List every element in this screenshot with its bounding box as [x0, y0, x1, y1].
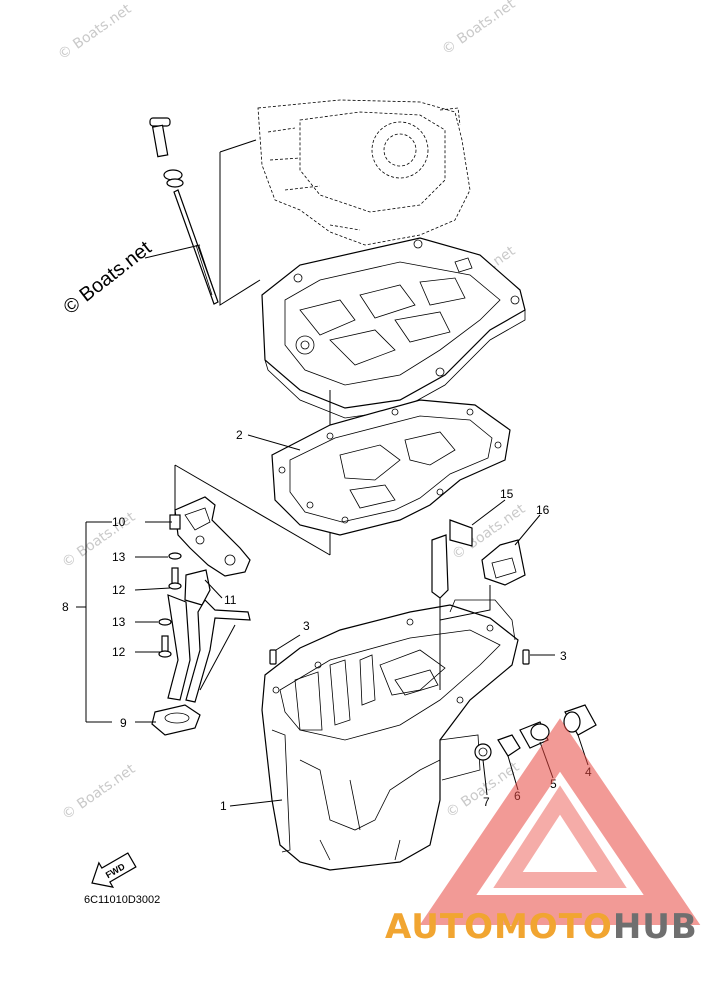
- guide-lines-top: [144, 139, 261, 306]
- exhaust-plate: [261, 237, 526, 419]
- watermark-4: © Boats.net: [59, 509, 139, 571]
- callout-3-left: 3: [303, 619, 310, 633]
- oil-strainer-assembly: [151, 464, 331, 736]
- watermark-1: © Boats.net: [55, 1, 135, 63]
- callout-1: 1: [220, 799, 227, 813]
- callout-13-upper: 13: [112, 550, 126, 564]
- fwd-arrow-icon: FWD: [91, 852, 137, 888]
- watermark-large: © Boats.net: [60, 237, 156, 319]
- brand-part-1: AUTOMOTO: [385, 907, 613, 947]
- drawing-code: 6C11010D3002: [84, 894, 160, 906]
- callout-3-right: 3: [560, 649, 567, 663]
- callout-8: 8: [62, 600, 69, 614]
- callout-9: 9: [120, 716, 127, 730]
- watermark-2: © Boats.net: [439, 0, 519, 58]
- callout-12-lower: 12: [112, 645, 126, 659]
- brand-part-2: HUB: [613, 907, 698, 947]
- callout-11: 11: [224, 593, 237, 607]
- callout-12-upper: 12: [112, 583, 126, 597]
- callout-8-bracket: [76, 521, 112, 723]
- watermark-6: © Boats.net: [59, 761, 139, 823]
- oil-pan: [261, 599, 519, 871]
- engine-block-outline: [257, 99, 471, 246]
- callout-10: 10: [112, 515, 126, 529]
- callout-2: 2: [236, 428, 243, 442]
- callout-15: 15: [500, 487, 514, 501]
- callout-labels: 1 2 3 3 4 5 6 7 8 9 10 11 12 12 13 13 15…: [62, 428, 592, 813]
- callout-7: 7: [483, 795, 490, 809]
- dowel-pins: [269, 649, 530, 665]
- gasket: [271, 399, 511, 536]
- drain-parts: [474, 704, 597, 761]
- brand-logo-icon: [419, 718, 701, 925]
- brand-wordmark: AUTOMOTOHUB: [385, 907, 698, 947]
- callout-16: 16: [536, 503, 550, 517]
- dipstick: [149, 117, 219, 305]
- callout-5: 5: [550, 777, 557, 791]
- breather-pipe: [431, 519, 526, 690]
- callout-13-lower: 13: [112, 615, 126, 629]
